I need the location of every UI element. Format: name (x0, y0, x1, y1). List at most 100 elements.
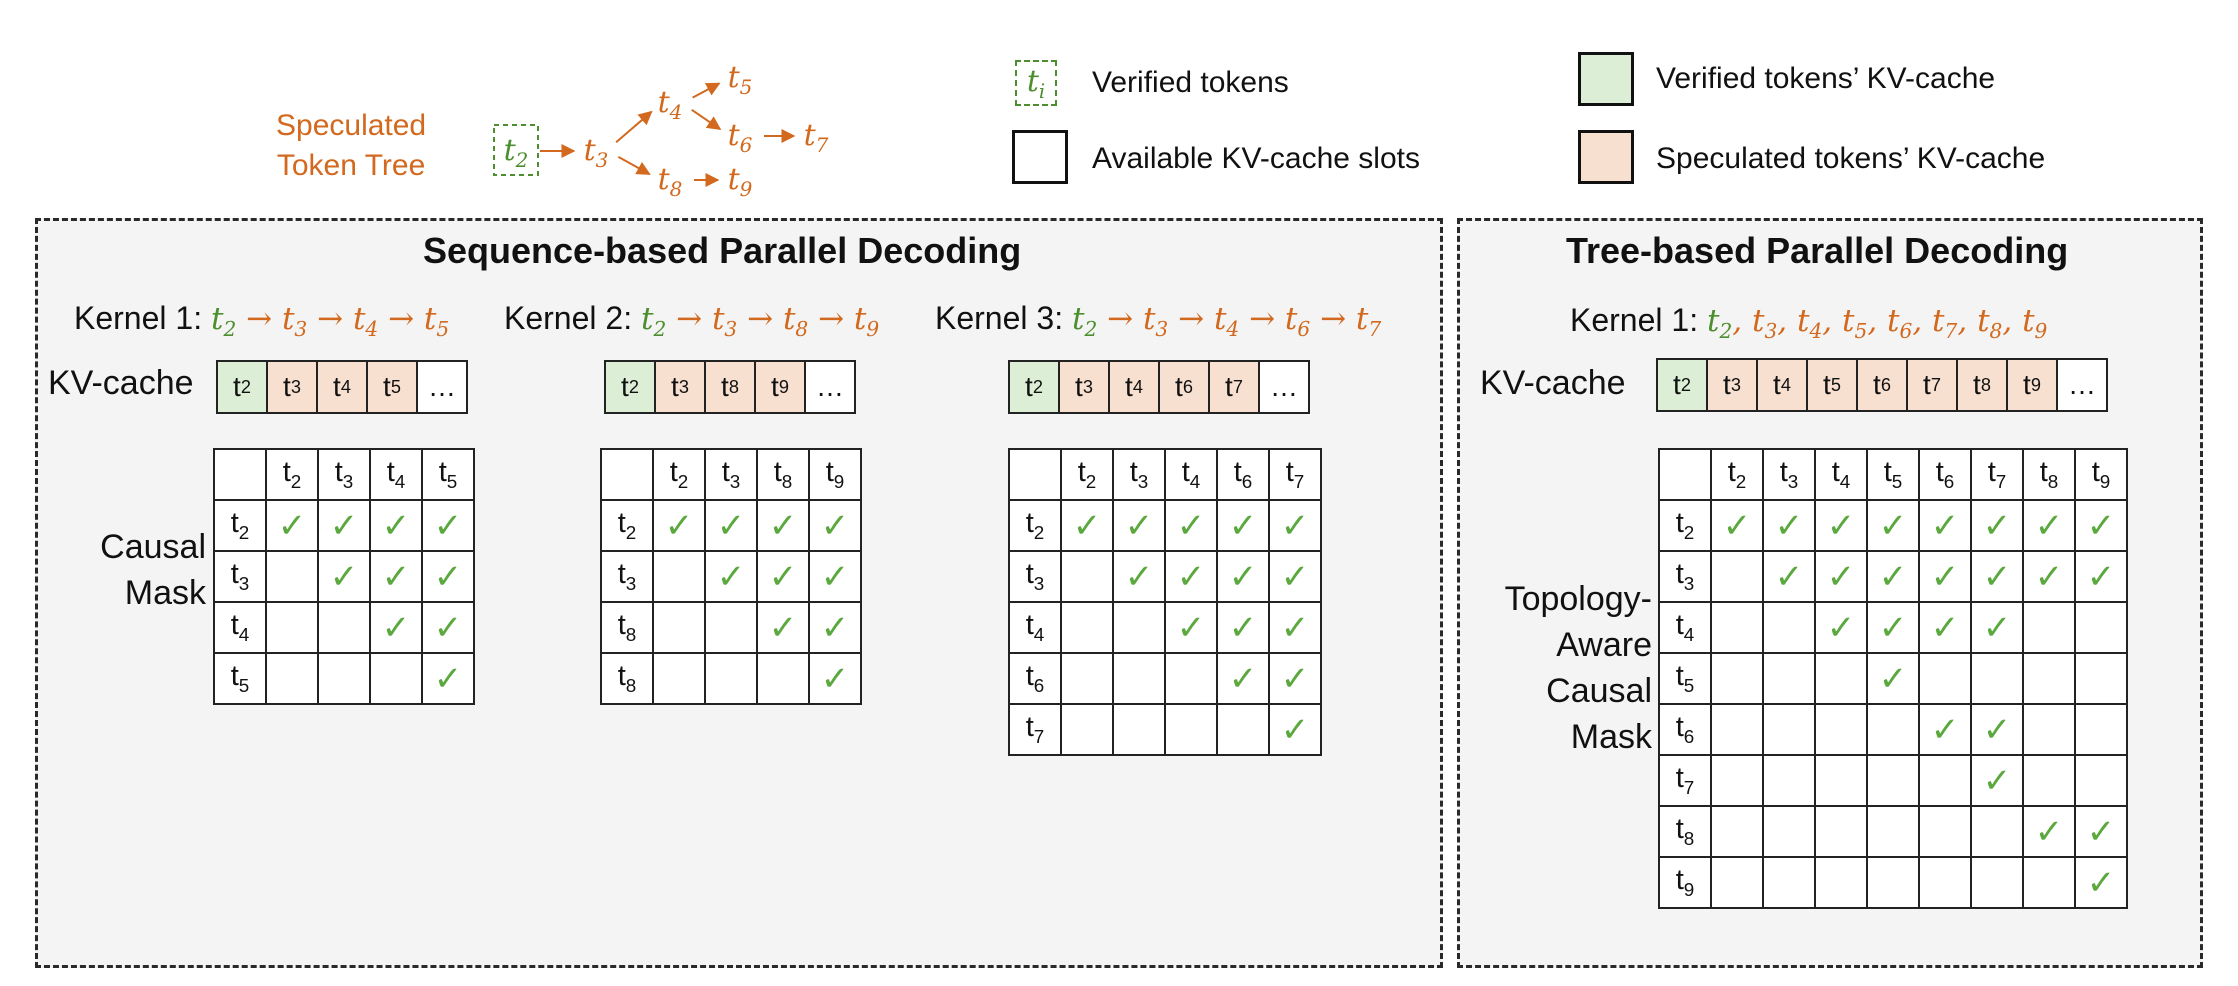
token: t9 (2022, 303, 2048, 344)
mask-check-cell: ✓ (652, 499, 706, 552)
mask-empty-cell (1164, 652, 1218, 705)
mask-check-cell: ✓ (1216, 652, 1270, 705)
mask-check-cell: ✓ (1112, 550, 1166, 603)
mask-check-cell: ✓ (1918, 550, 1972, 603)
mask-row-header: t5 (1658, 652, 1712, 705)
mask-check-cell: ✓ (808, 550, 862, 603)
mask-check-cell: ✓ (1216, 601, 1270, 654)
mask-empty-cell (1918, 856, 1972, 909)
mask-check-cell: ✓ (2074, 856, 2128, 909)
mask-col-header: t2 (1060, 448, 1114, 501)
seq-separator: → (1310, 301, 1356, 337)
mask-empty-cell (1710, 601, 1764, 654)
mask-empty-cell (704, 652, 758, 705)
mask-check-cell: ✓ (421, 499, 475, 552)
mask-row-header: t8 (600, 652, 654, 705)
mask-check-cell: ✓ (808, 499, 862, 552)
verified-kv-legend-icon (1578, 52, 1634, 106)
mask-check-cell: ✓ (2022, 499, 2076, 552)
mask-empty-cell (1918, 805, 1972, 858)
mask-col-header: t9 (808, 448, 862, 501)
mask-row-header: t3 (600, 550, 654, 603)
tree-node-t4: t4 (658, 85, 683, 124)
mask-col-header: t3 (317, 448, 371, 501)
mask-check-cell: ✓ (1268, 703, 1322, 756)
tree-node-t9: t9 (728, 162, 753, 201)
mask-empty-cell (1112, 601, 1166, 654)
mask-check-cell: ✓ (1918, 601, 1972, 654)
mask-empty-cell (652, 601, 706, 654)
mask-row-header: t2 (1008, 499, 1062, 552)
mask-col-header: t6 (1216, 448, 1270, 501)
mask-empty-cell (1710, 703, 1764, 756)
mask-check-cell: ✓ (1970, 601, 2024, 654)
tree-kernel-1-label: Kernel 1: t2, t3, t4, t5, t6, t7, t8, t9 (1570, 302, 2048, 344)
mask-empty-cell (1060, 652, 1114, 705)
mask-empty-cell (317, 601, 371, 654)
kv-cache-ellipsis: … (1258, 360, 1310, 414)
mask-row-header: t3 (213, 550, 267, 603)
mask-check-cell: ✓ (756, 601, 810, 654)
available-slots-legend-label: Available KV-cache slots (1092, 142, 1420, 175)
token: t3 (1142, 301, 1169, 342)
seq-kernel-2-label: Kernel 2: t2 → t3 → t8 → t9 (504, 300, 880, 342)
mask-col-header: t2 (652, 448, 706, 501)
mask-empty-cell (1918, 754, 1972, 807)
tree-edge (617, 155, 651, 176)
mask-empty-cell (652, 652, 706, 705)
seq-separator: , (2002, 303, 2023, 339)
mask-check-cell: ✓ (1866, 499, 1920, 552)
mask-empty-cell (1112, 703, 1166, 756)
mask-corner (600, 448, 654, 501)
tree-kv-cache-label: KV-cache (1480, 364, 1626, 402)
verified-token-legend-icon: ti (1015, 60, 1057, 106)
mask-row-header: t2 (213, 499, 267, 552)
mask-check-cell: ✓ (369, 601, 423, 654)
mask-check-cell: ✓ (1762, 499, 1816, 552)
mask-empty-cell (1762, 856, 1816, 909)
mask-row-header: t7 (1008, 703, 1062, 756)
mask-check-cell: ✓ (1970, 703, 2024, 756)
mask-empty-cell (1060, 703, 1114, 756)
token: t2 (210, 301, 237, 342)
token: t6 (1887, 303, 1913, 344)
mask-empty-cell (2022, 856, 2076, 909)
kv-cache-ellipsis: … (416, 360, 468, 414)
topology-aware-mask-label: Topology- Aware Causal Mask (1504, 580, 1652, 756)
available-slot-legend-icon (1012, 130, 1068, 184)
mask-empty-cell (1164, 703, 1218, 756)
causal-mask-label: Causal Mask (100, 528, 206, 612)
token: t5 (423, 301, 450, 342)
token: t9 (853, 301, 880, 342)
mask-empty-cell (1710, 550, 1764, 603)
mask-empty-cell (1970, 805, 2024, 858)
mask-empty-cell (1762, 754, 1816, 807)
mask-row-header: t3 (1658, 550, 1712, 603)
tree-node-t6: t6 (728, 118, 753, 157)
mask-check-cell: ✓ (2074, 805, 2128, 858)
mask-empty-cell (1710, 754, 1764, 807)
mask-empty-cell (756, 652, 810, 705)
mask-check-cell: ✓ (1164, 499, 1218, 552)
seq-separator: → (378, 301, 424, 337)
sequence-panel-title: Sequence-based Parallel Decoding (423, 230, 1022, 271)
mask-empty-cell (1060, 601, 1114, 654)
mask-empty-cell (2022, 601, 2076, 654)
token: t3 (281, 301, 308, 342)
mask-row-header: t3 (1008, 550, 1062, 603)
mask-check-cell: ✓ (704, 550, 758, 603)
mask-empty-cell (1970, 856, 2024, 909)
mask-check-cell: ✓ (421, 601, 475, 654)
tree-node-t8: t8 (658, 162, 683, 201)
mask-check-cell: ✓ (704, 499, 758, 552)
token: t8 (782, 301, 809, 342)
